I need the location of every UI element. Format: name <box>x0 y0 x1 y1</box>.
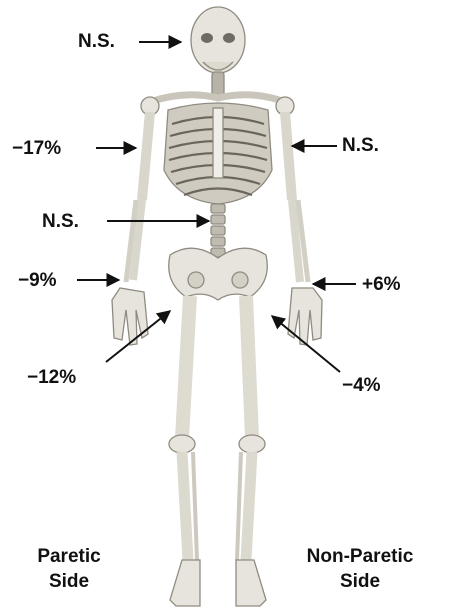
skeleton <box>112 7 322 606</box>
paretic-side-line1: Paretic <box>14 545 124 570</box>
paretic-arm-label: −17% <box>12 139 61 158</box>
paretic-femur <box>182 296 190 438</box>
nonparetic-foot <box>236 560 266 606</box>
paretic-hand <box>112 288 148 345</box>
paretic-wrist-label: −9% <box>18 271 57 290</box>
nonparetic-hip-label: −4% <box>342 376 381 395</box>
spine-label: N.S. <box>42 212 79 231</box>
nonparetic-femur <box>246 296 252 438</box>
paretic-side-label: Paretic Side <box>14 545 124 594</box>
paretic-side-line2: Side <box>14 570 124 595</box>
clavicles <box>150 95 285 102</box>
nonparetic-arm-label: N.S. <box>342 136 379 155</box>
paretic-humerus <box>142 112 150 200</box>
nonparetic-side-line1: Non-Paretic <box>285 545 435 570</box>
nonparetic-humerus <box>285 112 292 200</box>
nonparetic-side-label: Non-Paretic Side <box>285 545 435 594</box>
nonparetic-hand <box>288 288 322 345</box>
nonparetic-wrist-label: +6% <box>362 275 401 294</box>
paretic-hip-label: −12% <box>27 368 76 387</box>
spine <box>211 204 225 257</box>
skull-label: N.S. <box>78 32 115 51</box>
paretic-foot <box>170 560 200 606</box>
nonparetic-side-line2: Side <box>285 570 435 595</box>
